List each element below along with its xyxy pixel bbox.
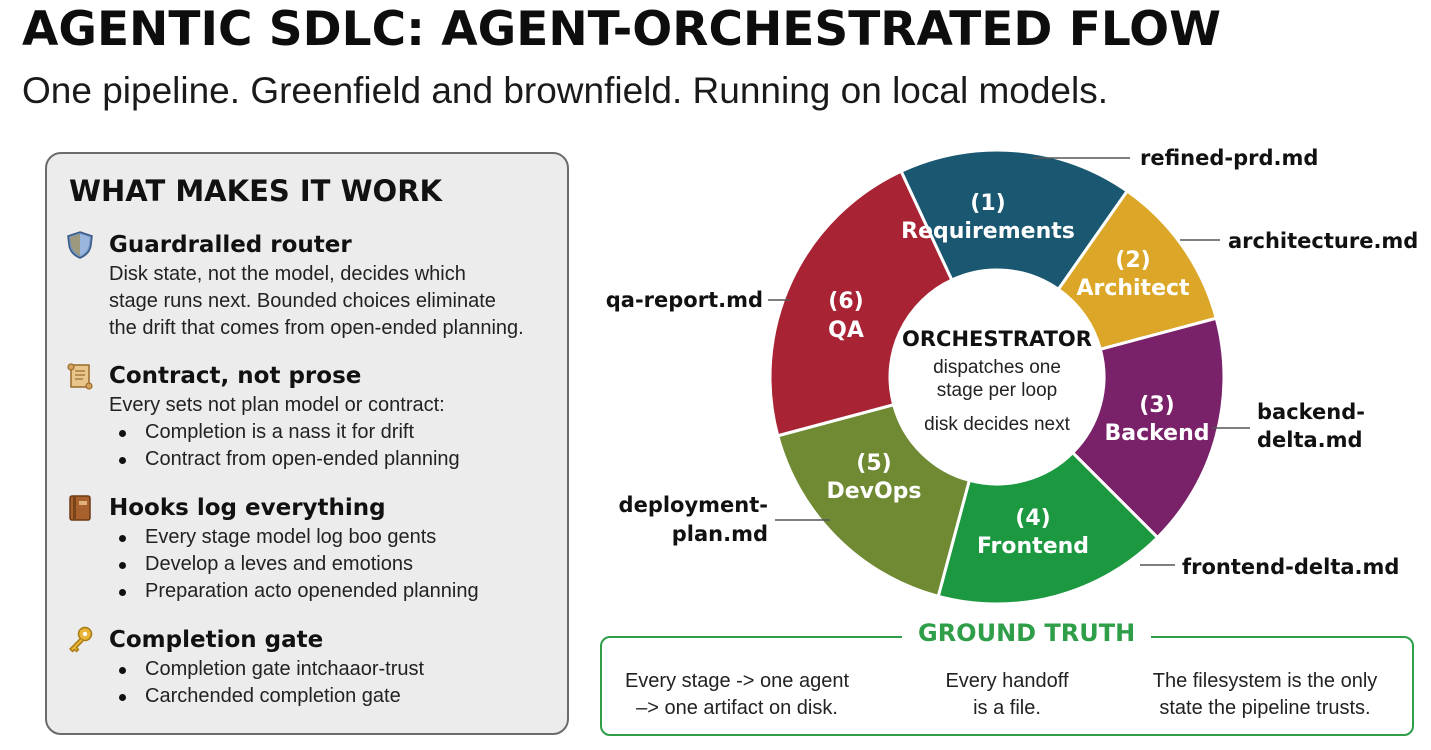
list-item: Contract from open-ended planning [109, 446, 565, 473]
list-item: Every stage model log boo ɡents [109, 524, 565, 551]
ground-truth-line: state the pipeline trusts. [1159, 697, 1371, 719]
leader-lines [768, 157, 1250, 566]
orchestrator-hub [890, 270, 1104, 484]
ground-truth-column: The filesystem is the only state the pip… [1130, 668, 1400, 722]
desc-line: stage runs next. Bounded choices elimina… [109, 290, 496, 312]
orchestrator-line: stage per loop [937, 380, 1057, 401]
artifact-label: frontend-delta.md [1182, 555, 1399, 579]
stage-label: DevOps [826, 479, 921, 504]
ground-truth-line: is a file. [973, 697, 1041, 719]
feature-completion-gate: Completion gate Completion gate intchaao… [65, 624, 565, 710]
what-makes-it-work-panel: WHAT MAKES IT WORK Guardralled router Di… [45, 152, 569, 735]
ground-truth-title: GROUND TRUTH [902, 619, 1152, 647]
book-icon [69, 495, 91, 521]
feature-title: Hooks log everything [109, 495, 386, 521]
list-item: Completion is a nass it for drift [109, 419, 565, 446]
feature-hooks-log-everything: Hooks log everything Every stage model l… [65, 492, 565, 605]
artifact-label: architecture.md [1228, 229, 1418, 253]
stage-label: Backend [1104, 421, 1209, 446]
feature-title: Contract, not prose [109, 363, 362, 389]
orchestrator-line: dispatches one [933, 357, 1061, 378]
feature-contract-not-prose: Contract, not prose Every sets not plan … [65, 360, 565, 473]
stage-label: Frontend [977, 534, 1089, 559]
scroll-icon [67, 363, 93, 390]
stage-label: Architect [1076, 276, 1190, 301]
stage-number: (6) [828, 289, 863, 314]
list-item: Completion gate intchaaor-trust [109, 656, 565, 683]
stage-label: Requirements [901, 219, 1075, 244]
page-subtitle: One pipeline. Greenfield and brownfield.… [22, 70, 1109, 111]
artifact-label: plan.md [672, 522, 768, 546]
stage-number: (5) [856, 451, 891, 476]
feature-bullets: Every stage model log boo ɡents Develop … [65, 524, 565, 605]
stage-number: (4) [1015, 506, 1050, 531]
shield-icon [67, 231, 93, 259]
stage-number: (2) [1115, 248, 1150, 273]
ground-truth-column: Every handoff is a file. [902, 668, 1112, 722]
feature-guardralled-router: Guardralled router Disk state, not the m… [65, 229, 565, 342]
feature-title: Guardralled router [109, 232, 352, 258]
key-icon [69, 626, 93, 653]
page-title: AGENTIC SDLC: AGENT-ORCHESTRATED FLOW [22, 2, 1221, 57]
orchestrator-line: disk decides next [924, 414, 1070, 435]
ground-truth-column: Every stage -> one agent –> one artifact… [612, 668, 862, 722]
feature-description: Every sets not plan model or contract: [109, 392, 565, 419]
artifact-label: deployment- [619, 493, 768, 517]
desc-line: Disk state, not the model, decides which [109, 263, 466, 285]
orchestrator-title: ORCHESTRATOR [902, 327, 1092, 351]
feature-description: Disk state, not the model, decides which… [109, 261, 565, 342]
ground-truth-box: GROUND TRUTH Every stage -> one agent –>… [600, 619, 1414, 736]
list-item: Preparation acto openended planning [109, 578, 565, 605]
list-item: Carchended completion gate [109, 683, 565, 710]
ground-truth-line: Every handoff [945, 670, 1069, 692]
feature-bullets: Completion is a nass it for drift Contra… [65, 419, 565, 473]
stage-number: (1) [970, 191, 1005, 216]
ground-truth-line: –> one artifact on disk. [636, 697, 838, 719]
sdlc-cycle-diagram: ORCHESTRATOR dispatches one stage per lo… [606, 146, 1418, 606]
artifact-label: delta.md [1257, 428, 1363, 452]
desc-line: Every sets not plan model or contract: [109, 394, 445, 416]
feature-title: Completion gate [109, 627, 324, 653]
stage-number: (3) [1139, 393, 1174, 418]
panel-title: WHAT MAKES IT WORK [69, 174, 443, 208]
ground-truth-line: The filesystem is the only [1152, 670, 1378, 692]
feature-bullets: Completion gate intchaaor-trust Carchend… [65, 656, 565, 710]
artifact-label: refined-prd.md [1140, 146, 1318, 170]
artifact-label: qa-report.md [606, 288, 763, 312]
list-item: Develop a leves and emotions [109, 551, 565, 578]
stage-label: QA [828, 318, 864, 343]
desc-line: the drift that comes from open-ended pla… [109, 317, 524, 339]
artifact-label: backend- [1257, 400, 1365, 424]
ground-truth-line: Every stage -> one agent [624, 670, 850, 692]
